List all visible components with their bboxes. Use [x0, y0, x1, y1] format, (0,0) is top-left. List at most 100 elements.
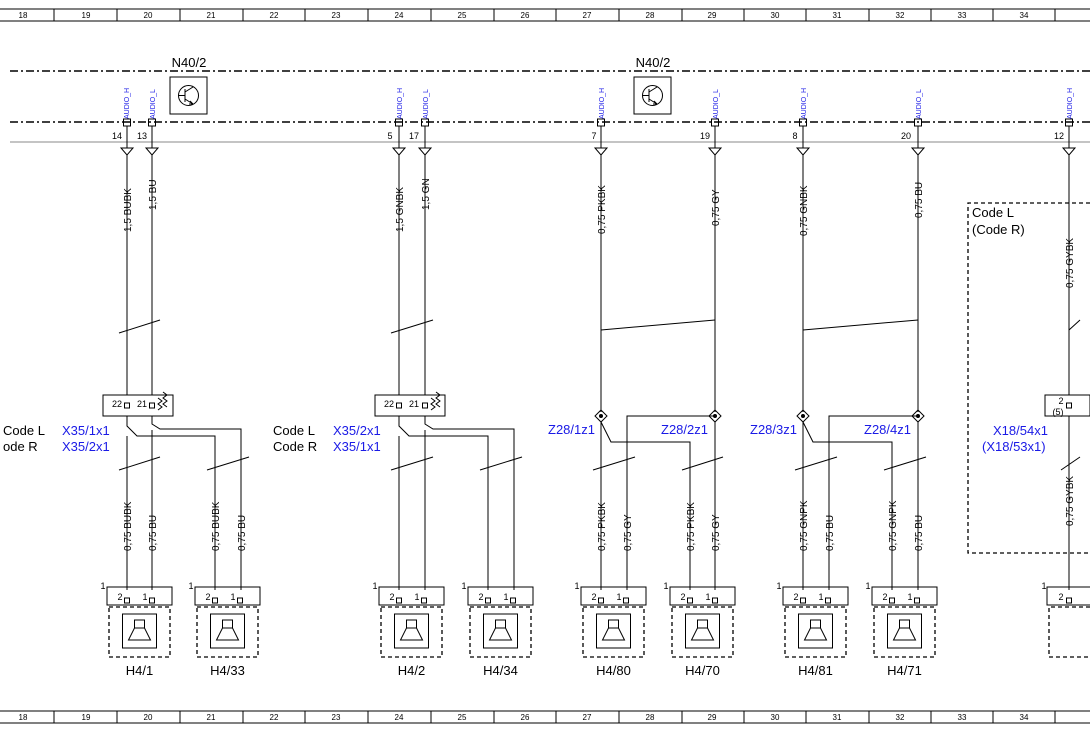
connector-x35-middle: 22 21 [374, 391, 446, 417]
speaker-ref-pin: 1 [776, 581, 781, 591]
speaker-pin: 1 [818, 592, 823, 602]
ruler-number: 28 [646, 713, 655, 722]
ruler-number: 23 [332, 11, 341, 20]
speaker-ref-pin: 1 [372, 581, 377, 591]
speaker-label: H4/81 [798, 663, 833, 678]
code-block-left: Code L ode R X35/1x1 X35/2x1 [3, 423, 110, 454]
connector-id: X35/1x1 [62, 423, 110, 438]
ruler-number: 34 [1020, 11, 1029, 20]
right-option-box: Code L (Code R) X18/54x1 (X18/53x1) 2 (5… [967, 202, 1090, 590]
code-r-label: ode R [3, 439, 38, 454]
loudspeaker-icon [215, 619, 240, 641]
pin-number: 19 [700, 131, 710, 141]
ruler-number: 18 [19, 11, 28, 20]
ruler-number: 18 [19, 713, 28, 722]
bottom-ruler: 18 19 20 21 22 23 24 25 26 27 28 29 30 3… [0, 710, 1090, 724]
connector-id: (X18/53x1) [982, 439, 1046, 454]
speaker-partial: 1 2 [1041, 581, 1090, 658]
ruler-number: 27 [583, 713, 592, 722]
lower-wire-labels: 0,75 BUBK 0,75 BU 0,75 BUBK 0,75 BU 0,75… [123, 476, 1076, 551]
ruler-number: 33 [958, 713, 967, 722]
module-label: N40/2 [172, 55, 207, 70]
module-boundary [10, 70, 1090, 143]
connector-id: X35/2x1 [62, 439, 110, 454]
pin-number: 14 [112, 131, 122, 141]
ruler-number: 32 [896, 713, 905, 722]
ruler-number: 23 [332, 713, 341, 722]
speaker-pin: 2 [882, 592, 887, 602]
signal-label: AUDIO_H [801, 88, 808, 119]
signal-label: AUDIO_H [1067, 88, 1074, 119]
pin-number: 7 [591, 131, 596, 141]
bus-pin: AUDIO_H 14 [112, 88, 135, 156]
signal-label: AUDIO_L [916, 89, 923, 119]
signal-label: AUDIO_L [423, 89, 430, 119]
ruler-number: 32 [896, 11, 905, 20]
pin-number: 20 [901, 131, 911, 141]
speaker-pin: 1 [907, 592, 912, 602]
ruler-number: 22 [270, 11, 279, 20]
signal-label: AUDIO_H [397, 88, 404, 119]
ruler-number: 30 [771, 713, 780, 722]
ruler-number: 29 [708, 11, 717, 20]
speaker-label: H4/80 [596, 663, 631, 678]
top-ruler: 18 19 20 21 22 23 24 25 26 27 28 29 30 3… [0, 8, 1090, 22]
connector-x35-left: 22 21 [102, 391, 174, 417]
speaker-pin: 2 [389, 592, 394, 602]
wire-label: 0,75 BU [914, 182, 925, 218]
wire-label: 0,75 BUBK [123, 501, 134, 551]
ruler-number: 34 [1020, 713, 1029, 722]
wire-label: 1,5 BU [148, 179, 159, 210]
wire-label: 0,75 GY [711, 514, 722, 551]
ruler-number: 26 [521, 713, 530, 722]
speaker-pin: 2 [680, 592, 685, 602]
ruler-number: 31 [833, 11, 842, 20]
connector-pin: 22 [112, 399, 122, 409]
speaker-ref-pin: 1 [1041, 581, 1046, 591]
ruler-number: 25 [458, 713, 467, 722]
ruler-number: 25 [458, 11, 467, 20]
wire-label: 0,75 GY [623, 514, 634, 551]
upper-wires: 1,5 BUBK 1,5 BU 1,5 GNBK 1,5 GN 0,75 PKB… [118, 155, 1081, 412]
code-l-label: Code L [273, 423, 315, 438]
wire-label: 0,75 GNPK [888, 500, 899, 551]
wire-label: 0,75 GYBK [1065, 476, 1076, 526]
pin-number: 8 [792, 131, 797, 141]
speaker-ref-pin: 1 [574, 581, 579, 591]
wire-label: 0,75 BUBK [211, 501, 222, 551]
signal-label: AUDIO_L [713, 89, 720, 119]
pin-number: 12 [1054, 131, 1064, 141]
loudspeaker-icon [399, 619, 424, 641]
module-label: N40/2 [636, 55, 671, 70]
ruler-number: 28 [646, 11, 655, 20]
wire-label: 0,75 GYBK [1065, 238, 1076, 288]
code-l-label: Code L [3, 423, 45, 438]
ruler-number: 31 [833, 713, 842, 722]
speaker-label: H4/34 [483, 663, 518, 678]
code-r-label: Code R [273, 439, 317, 454]
pin-number: 5 [387, 131, 392, 141]
wire-label: 0,75 GY [711, 189, 722, 226]
loudspeaker-icon [127, 619, 152, 641]
splice-label: Z28/1z1 [548, 422, 595, 437]
connector-id: X18/54x1 [993, 423, 1048, 438]
connector-id: X35/1x1 [333, 439, 381, 454]
ruler-number: 27 [583, 11, 592, 20]
splice-label: Z28/3z1 [750, 422, 797, 437]
speaker-pin: 2 [793, 592, 798, 602]
ruler-number: 20 [144, 11, 153, 20]
loudspeaker-icon [892, 619, 917, 641]
bus-pin: AUDIO_H 8 [792, 88, 811, 156]
splice-z28-2z1: Z28/2z1 [661, 409, 722, 437]
ruler-number: 26 [521, 11, 530, 20]
splice-z28-4z1: Z28/4z1 [864, 409, 925, 437]
bus-pin: AUDIO_L 13 [137, 89, 160, 156]
bus-pin: AUDIO_H 5 [387, 88, 407, 156]
connector-pin: 22 [384, 399, 394, 409]
ruler-number: 19 [82, 713, 91, 722]
routing-left [118, 416, 250, 590]
